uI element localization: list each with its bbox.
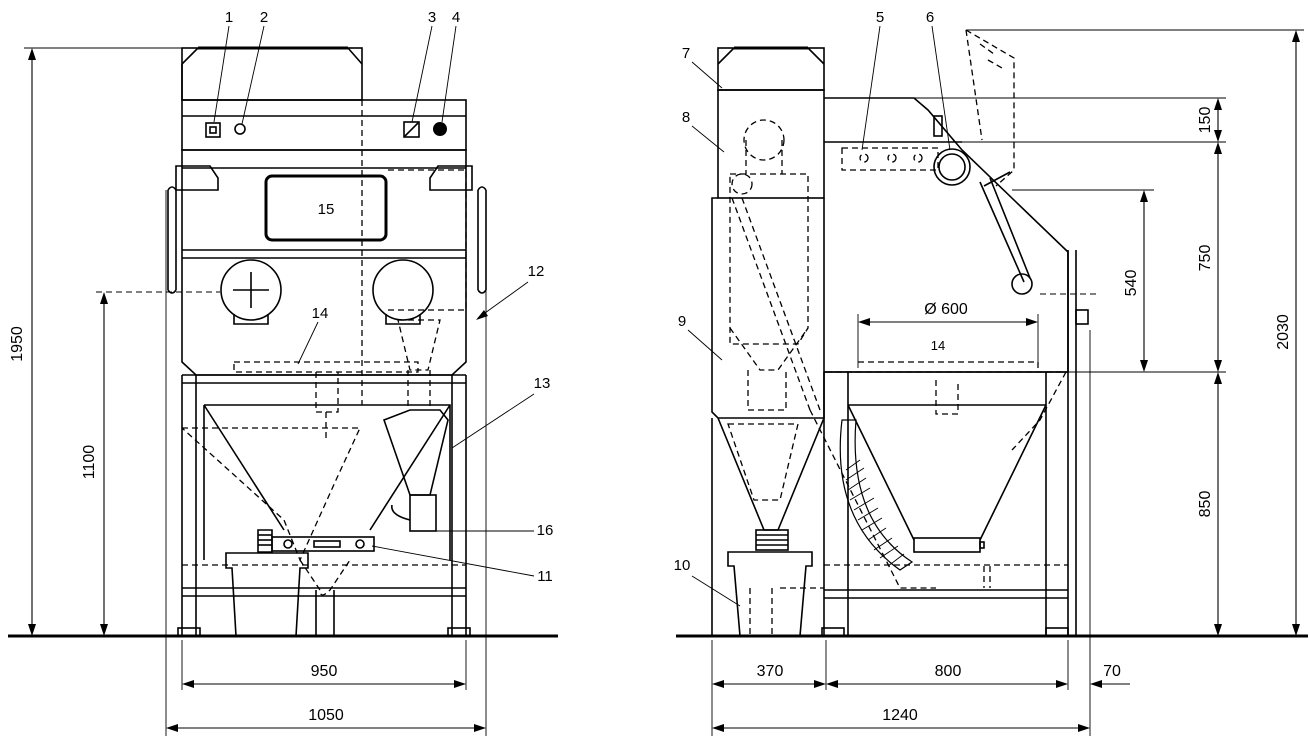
front-hopper <box>203 404 451 560</box>
side-filter-housing <box>717 47 825 91</box>
front-control-panel <box>181 99 467 151</box>
front-lamp-2 <box>234 123 246 135</box>
side-bucket <box>727 551 813 637</box>
callout-4: 4 <box>452 9 460 26</box>
dim-side-800: 800 <box>935 663 962 680</box>
front-switch-3 <box>403 121 420 138</box>
front-callouts: 1 2 3 4 15 12 14 13 16 11 <box>213 9 554 585</box>
front-cabin-body <box>181 149 467 376</box>
callout-11: 11 <box>537 568 553 585</box>
front-bucket <box>225 552 309 637</box>
callout-14-side: 14 <box>931 338 945 353</box>
callout-12: 12 <box>528 263 545 280</box>
dim-side-diameter: Ø 600 <box>924 301 968 318</box>
callout-3: 3 <box>428 9 436 26</box>
dim-front-950: 950 <box>311 663 338 680</box>
front-dimensions: 1950 1100 950 1050 <box>9 47 487 736</box>
callout-6: 6 <box>926 9 934 26</box>
dim-side-2030: 2030 <box>1275 314 1292 350</box>
callout-10: 10 <box>674 557 691 574</box>
front-valve <box>271 536 375 552</box>
callout-14: 14 <box>312 305 329 322</box>
dim-front-1100: 1100 <box>81 445 98 480</box>
dim-side-540: 540 <box>1123 270 1140 297</box>
side-pipe-6 <box>933 148 971 186</box>
front-switch-1 <box>205 122 221 138</box>
side-cyclone-cone <box>717 417 825 531</box>
callout-1: 1 <box>225 9 233 26</box>
side-door-handle <box>1011 273 1033 295</box>
dim-side-70: 70 <box>1103 663 1121 680</box>
dim-side-370: 370 <box>757 663 784 680</box>
callout-16: 16 <box>537 522 554 539</box>
front-view-window <box>264 174 388 242</box>
side-view <box>711 29 1089 637</box>
front-filter-housing <box>181 47 363 101</box>
dim-side-1240: 1240 <box>882 707 918 724</box>
dim-front-1950: 1950 <box>9 326 26 362</box>
callout-2: 2 <box>260 9 268 26</box>
callout-5: 5 <box>876 9 884 26</box>
dim-side-150: 150 <box>1197 107 1214 134</box>
callout-13: 13 <box>534 375 551 392</box>
side-hose <box>839 419 914 571</box>
front-glove-port-left <box>220 259 282 321</box>
dim-side-750: 750 <box>1197 245 1214 272</box>
side-cabinet-body <box>824 97 1069 373</box>
side-valve <box>913 537 981 553</box>
callout-8: 8 <box>682 109 690 126</box>
callout-7: 7 <box>682 45 690 62</box>
side-callouts: 5 6 7 8 9 10 14 <box>674 9 951 607</box>
callout-15: 15 <box>318 201 335 218</box>
side-cyclone-column <box>717 89 825 199</box>
front-button-4 <box>433 122 447 136</box>
side-hopper <box>847 404 1047 541</box>
callout-9: 9 <box>678 313 686 330</box>
front-glove-port-right <box>372 259 434 321</box>
dim-side-850: 850 <box>1197 491 1214 518</box>
front-view <box>167 46 487 637</box>
dim-front-1050: 1050 <box>308 707 344 724</box>
side-dimensions: 2030 150 750 540 850 Ø 600 <box>711 29 1304 736</box>
